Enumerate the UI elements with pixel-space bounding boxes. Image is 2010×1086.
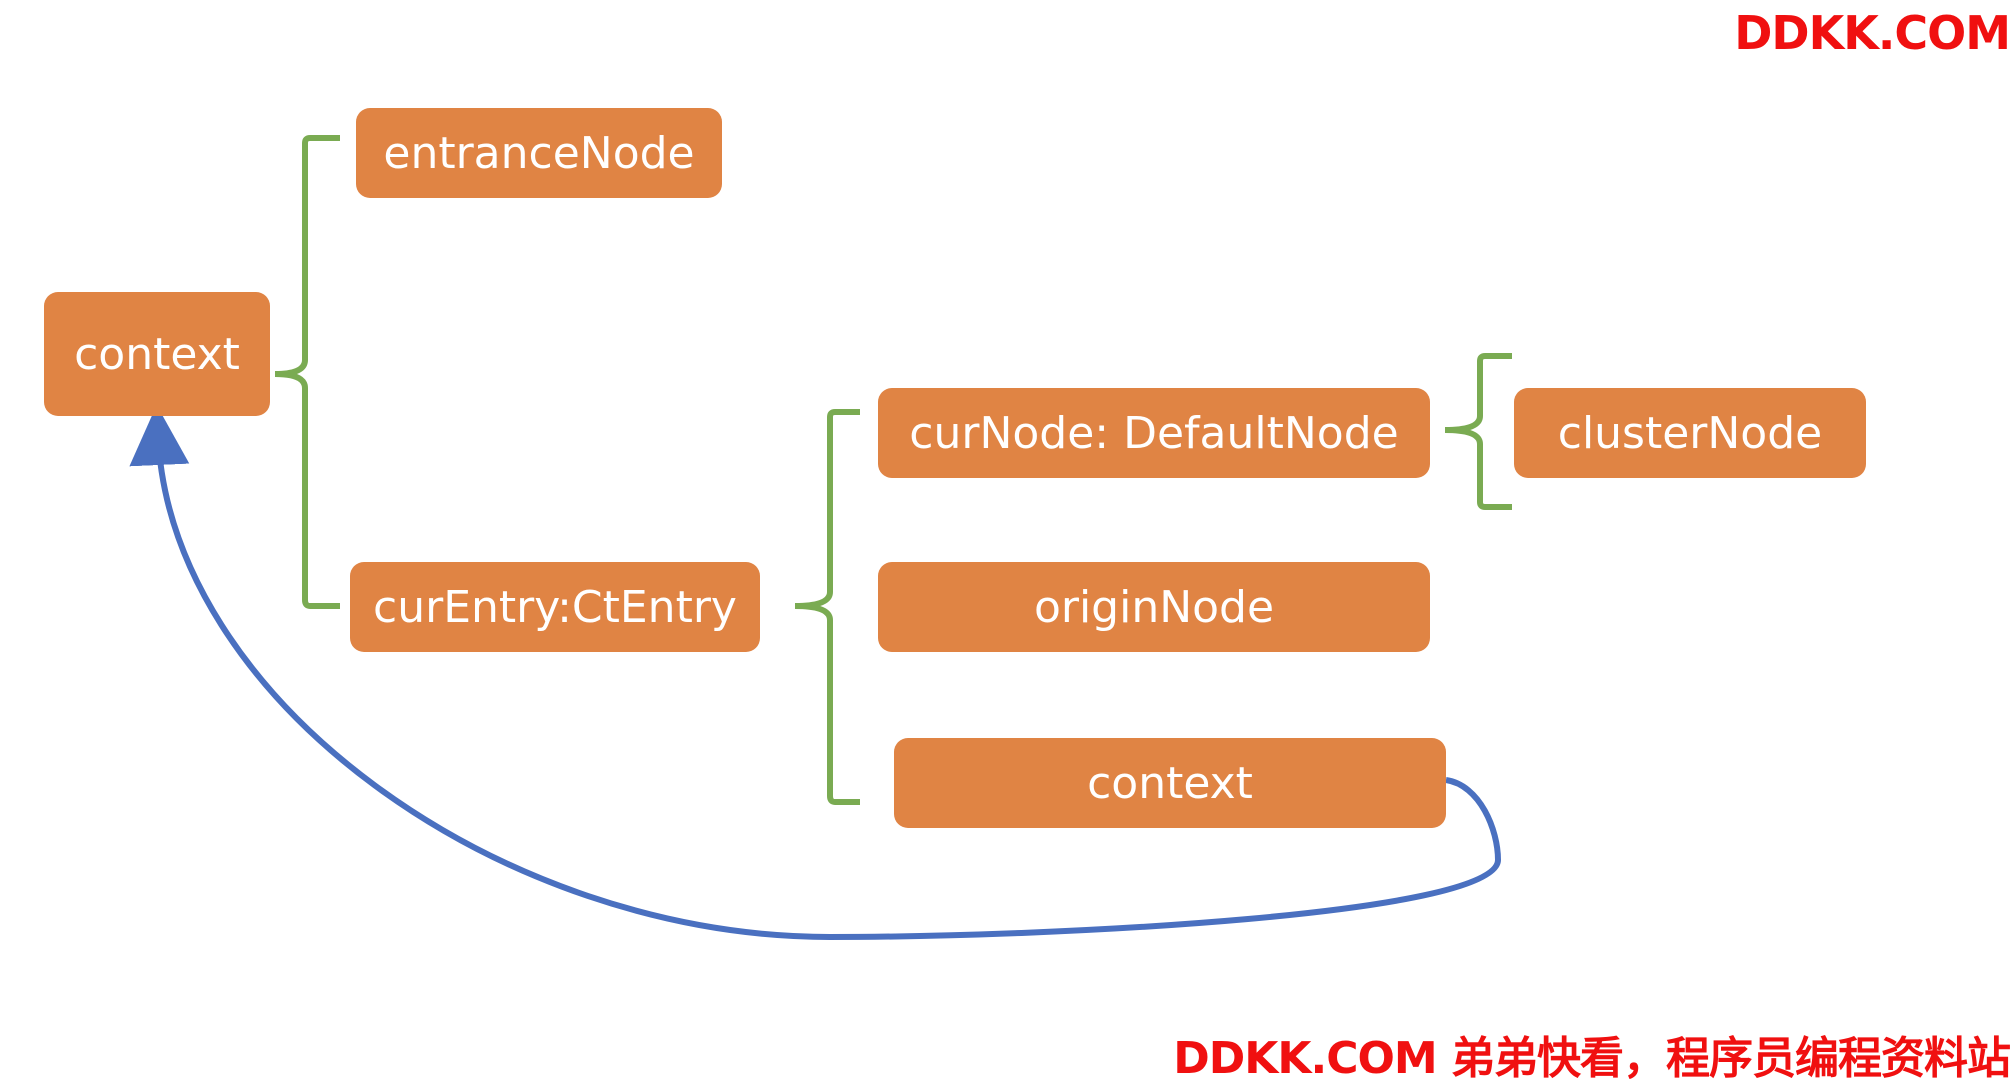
node-context-root: context	[44, 292, 270, 416]
return-arrow	[129, 405, 1502, 941]
bracket-curnode-children	[1444, 353, 1512, 510]
bracket-context-children	[274, 135, 340, 609]
watermark-bottom: DDKK.COM 弟弟快看，程序员编程资料站	[1173, 1033, 2010, 1084]
node-origin-node: originNode	[878, 562, 1430, 652]
node-cur-node: curNode: DefaultNode	[878, 388, 1430, 478]
watermark-top: DDKK.COM	[1734, 6, 2010, 60]
node-entry-context: context	[894, 738, 1446, 828]
node-cluster-node: clusterNode	[1514, 388, 1866, 478]
node-entrance-node: entranceNode	[356, 108, 722, 198]
bracket-curentry-children	[794, 409, 860, 805]
node-cur-entry: curEntry:CtEntry	[350, 562, 760, 652]
